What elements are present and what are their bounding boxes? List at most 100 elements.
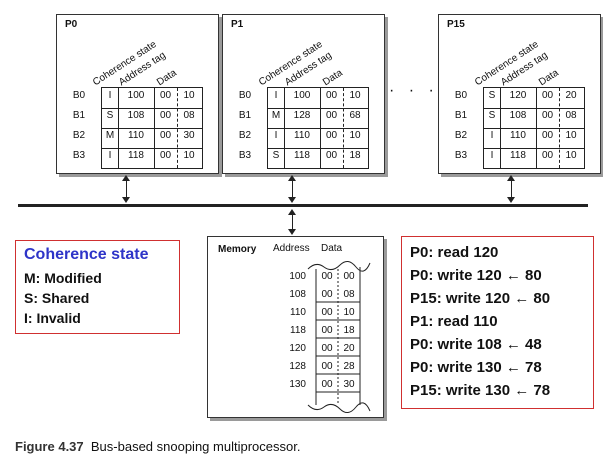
data-low-cell: 10 xyxy=(183,150,195,161)
cache-table xyxy=(101,87,203,169)
figure-caption: Figure 4.37 Bus-based snooping multiproc… xyxy=(15,439,300,454)
data-high-cell: 00 xyxy=(541,110,554,121)
memory-data-low: 08 xyxy=(343,289,355,300)
block-label: B0 xyxy=(454,90,468,101)
header-data: Data xyxy=(321,67,345,89)
memory-address: 128 xyxy=(289,361,306,372)
data-high-cell: 00 xyxy=(325,150,338,161)
data-low-cell: 10 xyxy=(349,130,361,141)
memory-data-low: 18 xyxy=(343,325,355,336)
block-label: B0 xyxy=(238,90,252,101)
legend-item-shared: S: Shared xyxy=(24,290,90,306)
memory-data-low: 28 xyxy=(343,361,355,372)
data-high-cell: 00 xyxy=(325,110,338,121)
legend-title: Coherence state xyxy=(24,246,149,263)
memory-data-low: 00 xyxy=(343,271,355,282)
tag-cell: 108 xyxy=(127,110,145,121)
operation-3: P15: write 120 ← 80 xyxy=(410,290,551,307)
data-low-cell: 20 xyxy=(565,90,577,101)
data-high-cell: 00 xyxy=(159,150,172,161)
memory-data-column xyxy=(307,261,371,413)
processor-name: P1 xyxy=(231,19,244,30)
memory-data-low: 20 xyxy=(343,343,355,354)
memory-row: 100 00 00 xyxy=(208,268,383,286)
memory-data-high: 00 xyxy=(321,379,333,390)
memory-data-low: 30 xyxy=(343,379,355,390)
operation-sequence: P0: read 120 P0: write 120 ← 80 P15: wri… xyxy=(401,236,594,409)
memory-data-high: 00 xyxy=(321,271,333,282)
header-data: Data xyxy=(155,67,179,89)
memory-data-high: 00 xyxy=(321,343,333,354)
operation-6: P0: write 130 ← 78 xyxy=(410,359,542,376)
state-cell: S xyxy=(106,110,114,121)
memory-address: 110 xyxy=(290,307,306,318)
figure-caption-text: Bus-based snooping multiprocessor. xyxy=(90,439,301,454)
data-high-cell: 00 xyxy=(541,150,554,161)
memory-address: 100 xyxy=(289,271,306,282)
state-cell: M xyxy=(105,130,115,141)
tag-cell: 118 xyxy=(510,150,526,161)
state-cell: I xyxy=(108,150,112,161)
memory-data-high: 00 xyxy=(321,307,333,318)
memory-row: 110 00 10 xyxy=(208,304,383,322)
state-cell: I xyxy=(490,130,494,141)
tag-cell: 100 xyxy=(127,90,145,101)
block-label: B0 xyxy=(72,90,86,101)
legend-item-invalid: I: Invalid xyxy=(24,310,81,326)
memory-data-header: Data xyxy=(321,243,343,254)
memory-address-header: Address xyxy=(273,243,310,254)
operation-7: P15: write 130 ← 78 xyxy=(410,382,551,399)
cache-row: B3 S 118 00 18 xyxy=(223,147,383,167)
cache-table xyxy=(267,87,369,169)
ellipsis: · · · xyxy=(389,82,439,99)
data-low-cell: 08 xyxy=(183,110,195,121)
memory-address: 108 xyxy=(289,289,306,300)
data-low-cell: 68 xyxy=(349,110,361,121)
tag-cell: 110 xyxy=(294,130,310,141)
block-label: B2 xyxy=(72,130,86,141)
data-low-cell: 10 xyxy=(183,90,195,101)
coherence-state-legend: Coherence state M: Modified S: Shared I:… xyxy=(15,240,180,334)
cache-row: B1 M 128 00 68 xyxy=(223,107,383,127)
memory-data-high: 00 xyxy=(321,325,333,336)
data-high-cell: 00 xyxy=(325,90,338,101)
block-label: B1 xyxy=(238,110,252,121)
tag-cell: 108 xyxy=(509,110,527,121)
memory-title: Memory xyxy=(218,244,257,255)
data-high-cell: 00 xyxy=(159,130,172,141)
memory-row: 120 00 20 xyxy=(208,340,383,358)
legend-item-modified: M: Modified xyxy=(24,270,102,286)
memory-data-low: 10 xyxy=(343,307,355,318)
data-high-cell: 00 xyxy=(541,130,554,141)
data-low-cell: 08 xyxy=(565,110,577,121)
header-data: Data xyxy=(537,67,561,89)
block-label: B3 xyxy=(238,150,252,161)
state-cell: I xyxy=(490,150,494,161)
state-cell: S xyxy=(272,150,280,161)
processor-name: P0 xyxy=(65,19,78,30)
state-cell: S xyxy=(488,110,496,121)
operation-2: P0: write 120 ← 80 xyxy=(410,267,542,284)
tag-cell: 120 xyxy=(509,90,527,101)
memory-address: 120 xyxy=(289,343,306,354)
tag-cell: 118 xyxy=(294,150,310,161)
figure-number: Figure 4.37 xyxy=(15,439,84,454)
block-label: B3 xyxy=(454,150,468,161)
tag-cell: 128 xyxy=(293,110,311,121)
data-low-cell: 18 xyxy=(349,150,361,161)
state-cell: M xyxy=(271,110,281,121)
